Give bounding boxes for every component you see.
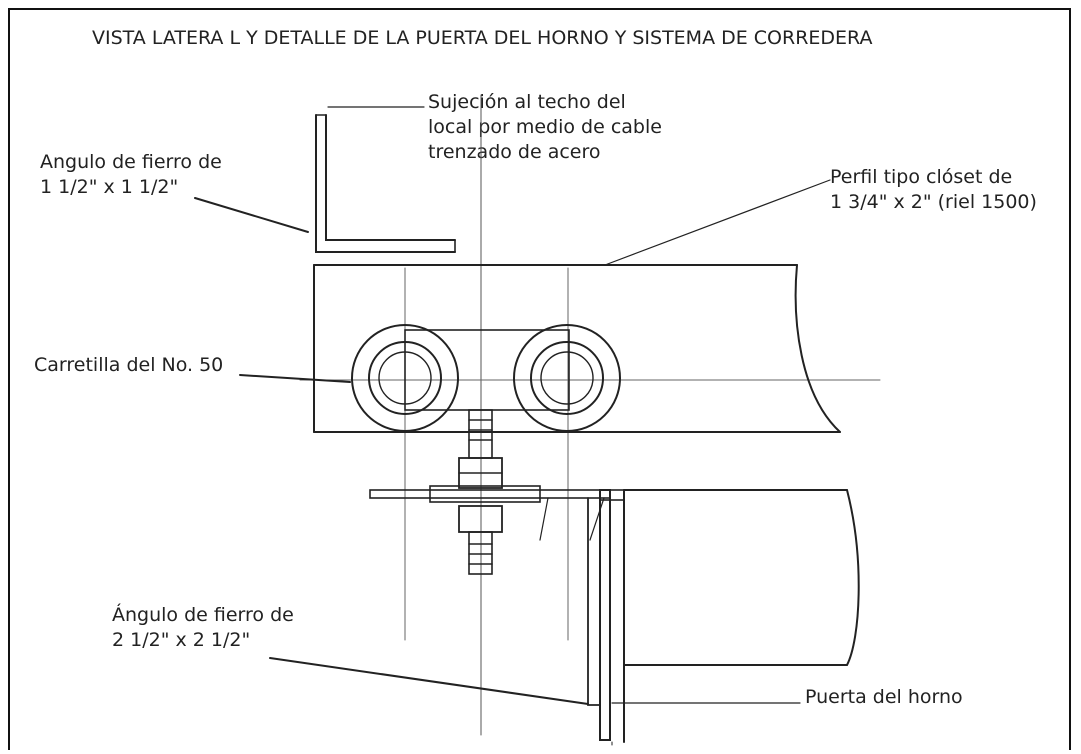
- label-angle-bottom: Ángulo de fierro de 2 1/2" x 2 1/2": [112, 603, 294, 653]
- leader-angle-top: [194, 197, 309, 233]
- label-door: Puerta del horno: [805, 686, 963, 708]
- label-angle-top: Angulo de fierro de 1 1/2" x 1 1/2": [40, 150, 222, 200]
- label-trolley: Carretilla del No. 50: [34, 354, 224, 376]
- label-angle-bottom-line1: Ángulo de fierro de: [112, 604, 294, 626]
- leader-trolley: [239, 374, 351, 383]
- bottom-angle-iron: [587, 489, 625, 741]
- label-profile: Perfil tipo clóset de 1 3/4" x 2" (riel …: [830, 165, 1037, 215]
- label-angle-bottom-line2: 2 1/2" x 2 1/2": [112, 629, 251, 651]
- label-angle-top-line1: Angulo de fierro de: [40, 151, 222, 173]
- drawing-frame: [8, 8, 1071, 750]
- trolley-wheel-left: [351, 324, 459, 432]
- top-angle-iron: [315, 114, 456, 253]
- drawing-title: VISTA LATERA L Y DETALLE DE LA PUERTA DE…: [92, 27, 873, 49]
- trolley-wheel-right: [513, 324, 621, 432]
- closet-profile-rail: [313, 264, 841, 433]
- label-hanger-line2: local por medio de cable: [428, 116, 662, 138]
- label-angle-top-line2: 1 1/2" x 1 1/2": [40, 176, 179, 198]
- leader-angle-bottom: [269, 657, 589, 705]
- label-hanger: Sujeción al techo del local por medio de…: [428, 90, 662, 165]
- trolley: [351, 324, 621, 432]
- label-hanger-line1: Sujeción al techo del: [428, 91, 626, 113]
- label-hanger-line3: trenzado de acero: [428, 141, 601, 163]
- hanging-bolt: [458, 409, 503, 575]
- oven-door: [611, 489, 860, 746]
- label-profile-line1: Perfil tipo clóset de: [830, 166, 1013, 188]
- label-profile-line2: 1 3/4" x 2" (riel 1500): [830, 191, 1037, 213]
- leader-profile: [604, 179, 831, 266]
